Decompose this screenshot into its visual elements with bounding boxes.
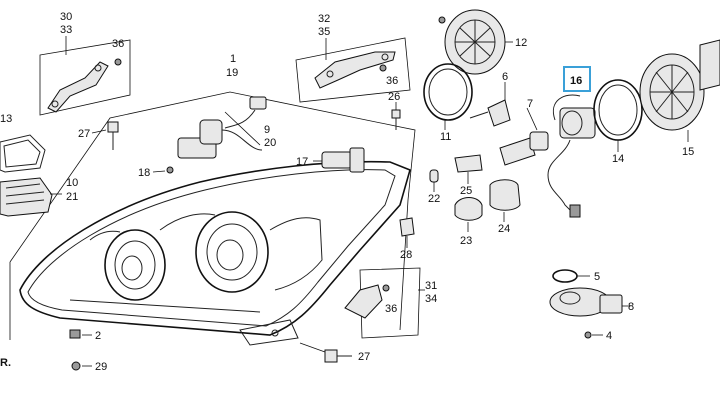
part-hid-bulb-7 [499, 107, 549, 166]
callout-12: 12 [515, 37, 527, 49]
callout-1: 1 [230, 53, 236, 65]
part-cap-15 [639, 39, 720, 142]
part-dust-cover-12 [438, 9, 513, 75]
callout-23: 23 [460, 235, 472, 247]
callout-19: 19 [226, 67, 238, 79]
part-bolt-27 [91, 121, 119, 150]
part-bolt-27b [299, 342, 352, 363]
callout-9: 9 [264, 124, 270, 136]
highlight-box-16 [563, 66, 591, 92]
callout-34: 34 [425, 293, 437, 305]
part-bulb-6 [469, 82, 511, 127]
callout-21: 21 [66, 191, 78, 203]
callout-4: 4 [606, 330, 612, 342]
callout-16: 16 [570, 75, 582, 87]
callout-27-b: 27 [358, 351, 370, 363]
part-seal-11 [423, 63, 473, 130]
callout-28: 28 [400, 249, 412, 261]
part-bracket-32-35 [295, 37, 411, 103]
callout-6: 6 [502, 71, 508, 83]
part-socket-cover-10-21 [0, 177, 62, 217]
part-bulb-22 [429, 169, 439, 192]
callout-20: 20 [264, 137, 276, 149]
part-screw-18 [152, 166, 174, 174]
headlight-housing [19, 160, 411, 346]
callout-32: 32 [318, 13, 330, 25]
callout-17: 17 [296, 156, 308, 168]
callout-31: 31 [425, 280, 437, 292]
callout-29: 29 [95, 361, 107, 373]
callout-26: 26 [388, 91, 400, 103]
callout-13: 13 [0, 113, 12, 125]
callout-35: 35 [318, 26, 330, 38]
callout-8: 8 [628, 301, 634, 313]
callout-22: 22 [428, 193, 440, 205]
callout-labels: 30 33 36 1 19 32 35 36 12 11 6 7 16 14 1… [0, 11, 694, 373]
part-bracket-30-33 [39, 36, 131, 116]
part-leveling-motor-9-20 [177, 96, 267, 159]
callout-36-c: 36 [385, 303, 397, 315]
callout-5: 5 [594, 271, 600, 283]
part-actuator-8 [549, 287, 630, 317]
part-rear-cover-13 [0, 134, 46, 173]
part-nut-2 [69, 329, 92, 339]
part-socket-25 [454, 154, 483, 184]
part-seal-14 [593, 79, 643, 152]
part-screw-26 [391, 102, 401, 130]
part-screw-4 [584, 331, 603, 339]
callout-36-b: 36 [386, 75, 398, 87]
part-mount-31-34 [344, 267, 425, 339]
callout-36-a: 36 [112, 38, 124, 50]
callout-14: 14 [612, 153, 624, 165]
callout-27-a: 27 [78, 128, 90, 140]
part-oring-5 [552, 269, 590, 283]
callout-10: 10 [66, 177, 78, 189]
part-screw-29 [71, 361, 92, 371]
callout-18: 18 [138, 167, 150, 179]
part-bulb-17 [313, 147, 365, 173]
callout-24: 24 [498, 223, 510, 235]
part-igniter-16 [547, 66, 596, 218]
front-marker: R. [0, 357, 11, 369]
callout-25: 25 [460, 185, 472, 197]
callout-11: 11 [440, 131, 451, 143]
part-socket-24 [489, 179, 521, 222]
callout-2: 2 [95, 330, 101, 342]
part-bulb-23 [454, 197, 483, 232]
part-clip-28 [399, 217, 415, 248]
callout-33: 33 [60, 24, 72, 36]
callout-15: 15 [682, 146, 694, 158]
callout-7: 7 [527, 98, 533, 110]
callout-30: 30 [60, 11, 72, 23]
